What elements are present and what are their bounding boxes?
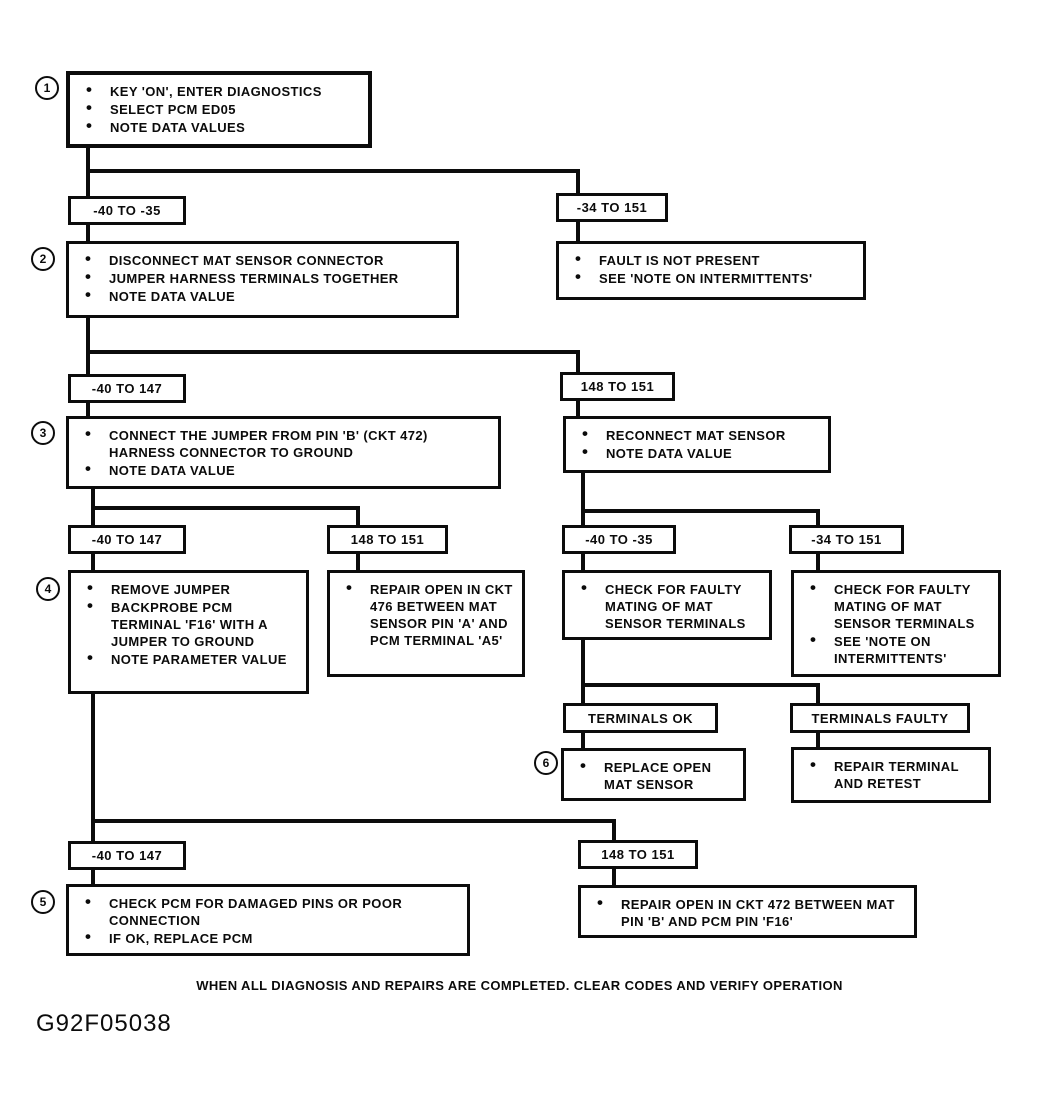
connector-line bbox=[86, 350, 580, 354]
connector-line bbox=[581, 639, 585, 705]
range-box: -40 TO -35 bbox=[68, 196, 186, 225]
connector-line bbox=[356, 553, 360, 571]
connector-line bbox=[816, 553, 820, 571]
step-number-badge: 6 bbox=[534, 751, 558, 775]
range-box: -34 TO 151 bbox=[789, 525, 904, 554]
step-bullet: REPAIR OPEN IN CKT 472 BETWEEN MAT PIN '… bbox=[585, 894, 908, 930]
step-bullet: NOTE DATA VALUE bbox=[570, 443, 822, 462]
range-box: TERMINALS OK bbox=[563, 703, 718, 733]
step-bullet: NOTE DATA VALUES bbox=[74, 117, 362, 136]
step-bullet: NOTE PARAMETER VALUE bbox=[75, 649, 300, 668]
step-bullet: REPLACE OPEN MAT SENSOR bbox=[568, 757, 737, 793]
step3-box: CONNECT THE JUMPER FROM PIN 'B' (CKT 472… bbox=[66, 416, 501, 489]
connector-line bbox=[581, 731, 585, 749]
repair-terminal-box: REPAIR TERMINAL AND RETEST bbox=[791, 747, 991, 803]
step-number-badge: 1 bbox=[35, 76, 59, 100]
connector-line bbox=[576, 221, 580, 243]
connector-line bbox=[581, 553, 585, 571]
reconnect-box: RECONNECT MAT SENSOR NOTE DATA VALUE bbox=[563, 416, 831, 473]
step-number-badge: 3 bbox=[31, 421, 55, 445]
connector-line bbox=[576, 399, 580, 418]
range-box: -40 TO 147 bbox=[68, 841, 186, 870]
step-number-badge: 2 bbox=[31, 247, 55, 271]
range-box: -40 TO -35 bbox=[562, 525, 676, 554]
connector-line bbox=[86, 148, 90, 198]
step4-box: REMOVE JUMPER BACKPROBE PCM TERMINAL 'F1… bbox=[68, 570, 309, 694]
step-bullet: IF OK, REPLACE PCM bbox=[73, 928, 461, 947]
step-bullet: SELECT PCM ED05 bbox=[74, 99, 362, 118]
step-bullet: RECONNECT MAT SENSOR bbox=[570, 425, 822, 444]
step-number-badge: 5 bbox=[31, 890, 55, 914]
figure-id: G92F05038 bbox=[36, 1010, 172, 1037]
fault-not-present-box: FAULT IS NOT PRESENT SEE 'NOTE ON INTERM… bbox=[556, 241, 866, 300]
check-mating-box: CHECK FOR FAULTY MATING OF MAT SENSOR TE… bbox=[562, 570, 772, 640]
step-bullet: NOTE DATA VALUE bbox=[73, 460, 492, 479]
step-number-badge: 4 bbox=[36, 577, 60, 601]
step-bullet: CONNECT THE JUMPER FROM PIN 'B' (CKT 472… bbox=[73, 425, 492, 461]
footer-note: WHEN ALL DIAGNOSIS AND REPAIRS ARE COMPL… bbox=[196, 978, 843, 993]
connector-line bbox=[91, 693, 95, 842]
connector-line bbox=[581, 509, 820, 513]
connector-line bbox=[86, 402, 90, 418]
step-bullet: CHECK PCM FOR DAMAGED PINS OR POOR CONNE… bbox=[73, 893, 461, 929]
step-bullet: REPAIR OPEN IN CKT 476 BETWEEN MAT SENSO… bbox=[334, 579, 516, 649]
repair-ckt472-box: REPAIR OPEN IN CKT 472 BETWEEN MAT PIN '… bbox=[578, 885, 917, 938]
connector-line bbox=[356, 506, 360, 527]
range-box: 148 TO 151 bbox=[560, 372, 675, 401]
step-bullet: FAULT IS NOT PRESENT bbox=[563, 250, 857, 269]
connector-line bbox=[91, 819, 616, 823]
step1-box: KEY 'ON', ENTER DIAGNOSTICS SELECT PCM E… bbox=[66, 71, 372, 148]
connector-line bbox=[816, 509, 820, 527]
connector-line bbox=[816, 731, 820, 748]
connector-line bbox=[576, 350, 580, 374]
step-bullet: NOTE DATA VALUE bbox=[73, 286, 450, 305]
connector-line bbox=[86, 317, 90, 376]
range-box: -40 TO 147 bbox=[68, 525, 186, 554]
connector-line bbox=[91, 506, 360, 510]
step5-box: CHECK PCM FOR DAMAGED PINS OR POOR CONNE… bbox=[66, 884, 470, 956]
step-bullet: CHECK FOR FAULTY MATING OF MAT SENSOR TE… bbox=[569, 579, 763, 632]
connector-line bbox=[91, 869, 95, 885]
connector-line bbox=[581, 683, 820, 687]
step6-replace-sensor-box: REPLACE OPEN MAT SENSOR bbox=[561, 748, 746, 801]
range-box: TERMINALS FAULTY bbox=[790, 703, 970, 733]
range-box: -40 TO 147 bbox=[68, 374, 186, 403]
step-bullet: KEY 'ON', ENTER DIAGNOSTICS bbox=[74, 81, 362, 100]
connector-line bbox=[86, 224, 90, 243]
connector-line bbox=[612, 868, 616, 886]
range-box: 148 TO 151 bbox=[578, 840, 698, 869]
check-mating-intermittent-box: CHECK FOR FAULTY MATING OF MAT SENSOR TE… bbox=[791, 570, 1001, 677]
connector-line bbox=[612, 819, 616, 841]
step-bullet: BACKPROBE PCM TERMINAL 'F16' WITH A JUMP… bbox=[75, 597, 300, 650]
range-box: -34 TO 151 bbox=[556, 193, 668, 222]
connector-line bbox=[576, 169, 580, 195]
step-bullet: DISCONNECT MAT SENSOR CONNECTOR bbox=[73, 250, 450, 269]
step-bullet: CHECK FOR FAULTY MATING OF MAT SENSOR TE… bbox=[798, 579, 992, 632]
step-bullet: REMOVE JUMPER bbox=[75, 579, 300, 598]
connector-line bbox=[86, 169, 580, 173]
step-bullet: SEE 'NOTE ON INTERMITTENTS' bbox=[798, 631, 992, 667]
step2-box: DISCONNECT MAT SENSOR CONNECTOR JUMPER H… bbox=[66, 241, 459, 318]
step-bullet: JUMPER HARNESS TERMINALS TOGETHER bbox=[73, 268, 450, 287]
step-bullet: REPAIR TERMINAL AND RETEST bbox=[798, 756, 982, 792]
range-box: 148 TO 151 bbox=[327, 525, 448, 554]
repair-ckt476-box: REPAIR OPEN IN CKT 476 BETWEEN MAT SENSO… bbox=[327, 570, 525, 677]
connector-line bbox=[816, 683, 820, 705]
step-bullet: SEE 'NOTE ON INTERMITTENTS' bbox=[563, 268, 857, 287]
connector-line bbox=[581, 472, 585, 527]
connector-line bbox=[91, 553, 95, 571]
